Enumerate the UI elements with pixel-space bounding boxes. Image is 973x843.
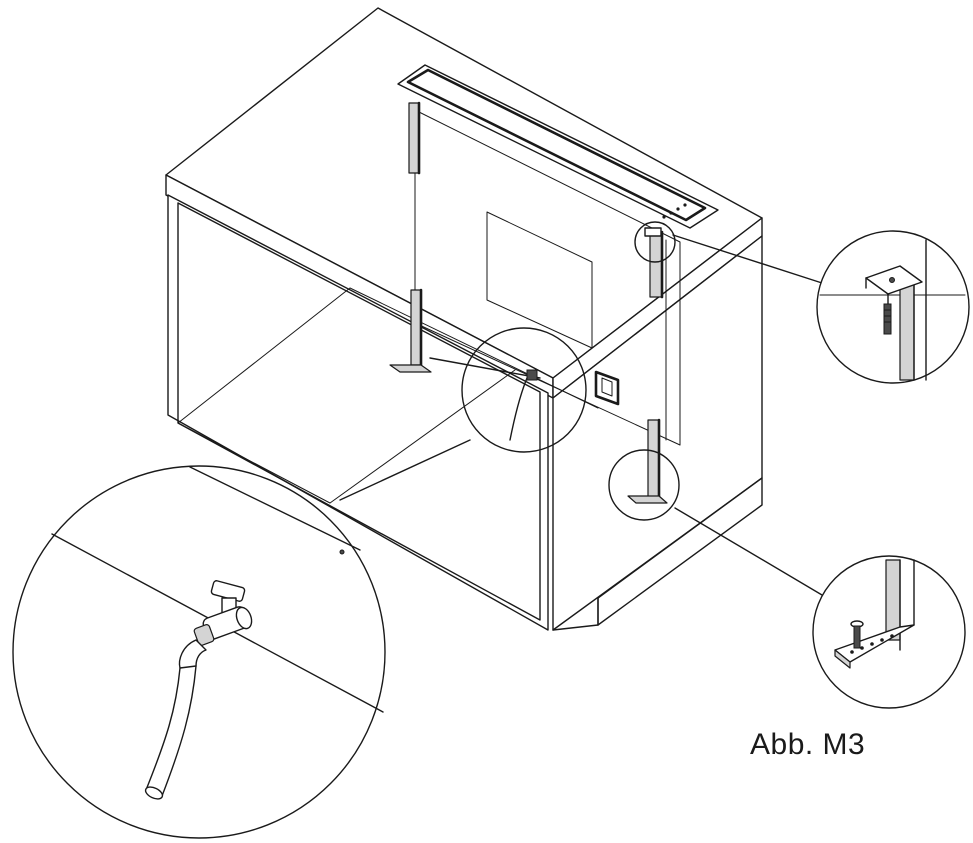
figure-label: Abb. M3 <box>750 728 866 761</box>
detail-water-tap <box>12 465 386 839</box>
detail-top-bracket <box>816 230 970 384</box>
mounting-bracket-icon <box>389 101 681 504</box>
detail-bottom-bracket <box>812 555 966 709</box>
downdraft-hood-icon <box>397 64 719 446</box>
cabinet-icon <box>165 7 763 631</box>
hose-icon <box>144 665 197 800</box>
water-tap-icon <box>429 357 541 381</box>
screw-icon <box>850 620 864 649</box>
water-tap-icon <box>178 580 253 669</box>
magnifier-callout-icon <box>339 221 823 596</box>
hose-icon <box>509 377 528 441</box>
screw-icon <box>883 303 892 335</box>
